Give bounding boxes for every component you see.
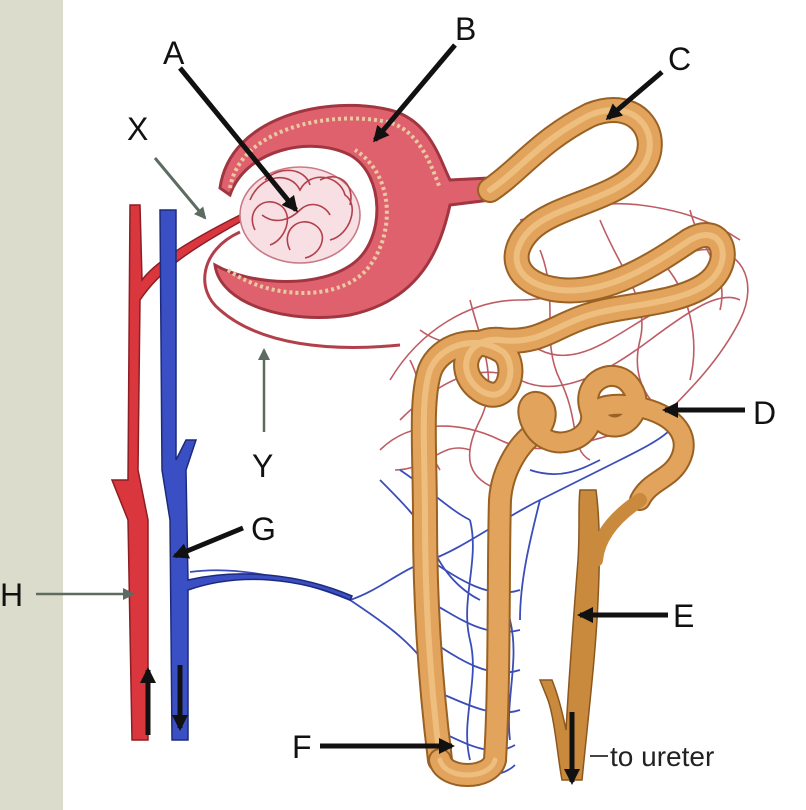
collecting-duct: [538, 489, 647, 781]
pointer-x: [153, 157, 207, 220]
label-x: X: [127, 111, 148, 147]
proximal-convoluted-tubule: [410, 97, 736, 773]
pointer-c: [605, 70, 664, 120]
label-f: F: [292, 729, 312, 765]
flow-arrows: [140, 665, 580, 785]
pointer-b: [373, 43, 457, 143]
pointer-g: [172, 525, 244, 559]
pointer-a: [178, 66, 298, 213]
bowmans-capsule: [213, 103, 492, 319]
label-c: C: [668, 41, 691, 77]
labels: A B C D E F G H X Y to ureter: [0, 11, 776, 772]
efferent-arteriole: [203, 230, 401, 349]
label-g: G: [251, 511, 276, 547]
glomerulus: [239, 166, 361, 264]
label-h: H: [0, 577, 23, 613]
loop-of-henle: [428, 418, 552, 787]
label-pointers: [36, 43, 745, 757]
artery-vessel: [110, 204, 244, 741]
to-ureter-note: to ureter: [610, 741, 714, 772]
left-side-panel: [0, 0, 63, 810]
distal-convoluted-tubule: [517, 364, 695, 511]
label-b: B: [455, 11, 476, 47]
label-a: A: [163, 35, 185, 71]
label-e: E: [673, 598, 694, 634]
label-y: Y: [252, 448, 273, 484]
label-d: D: [753, 395, 776, 431]
